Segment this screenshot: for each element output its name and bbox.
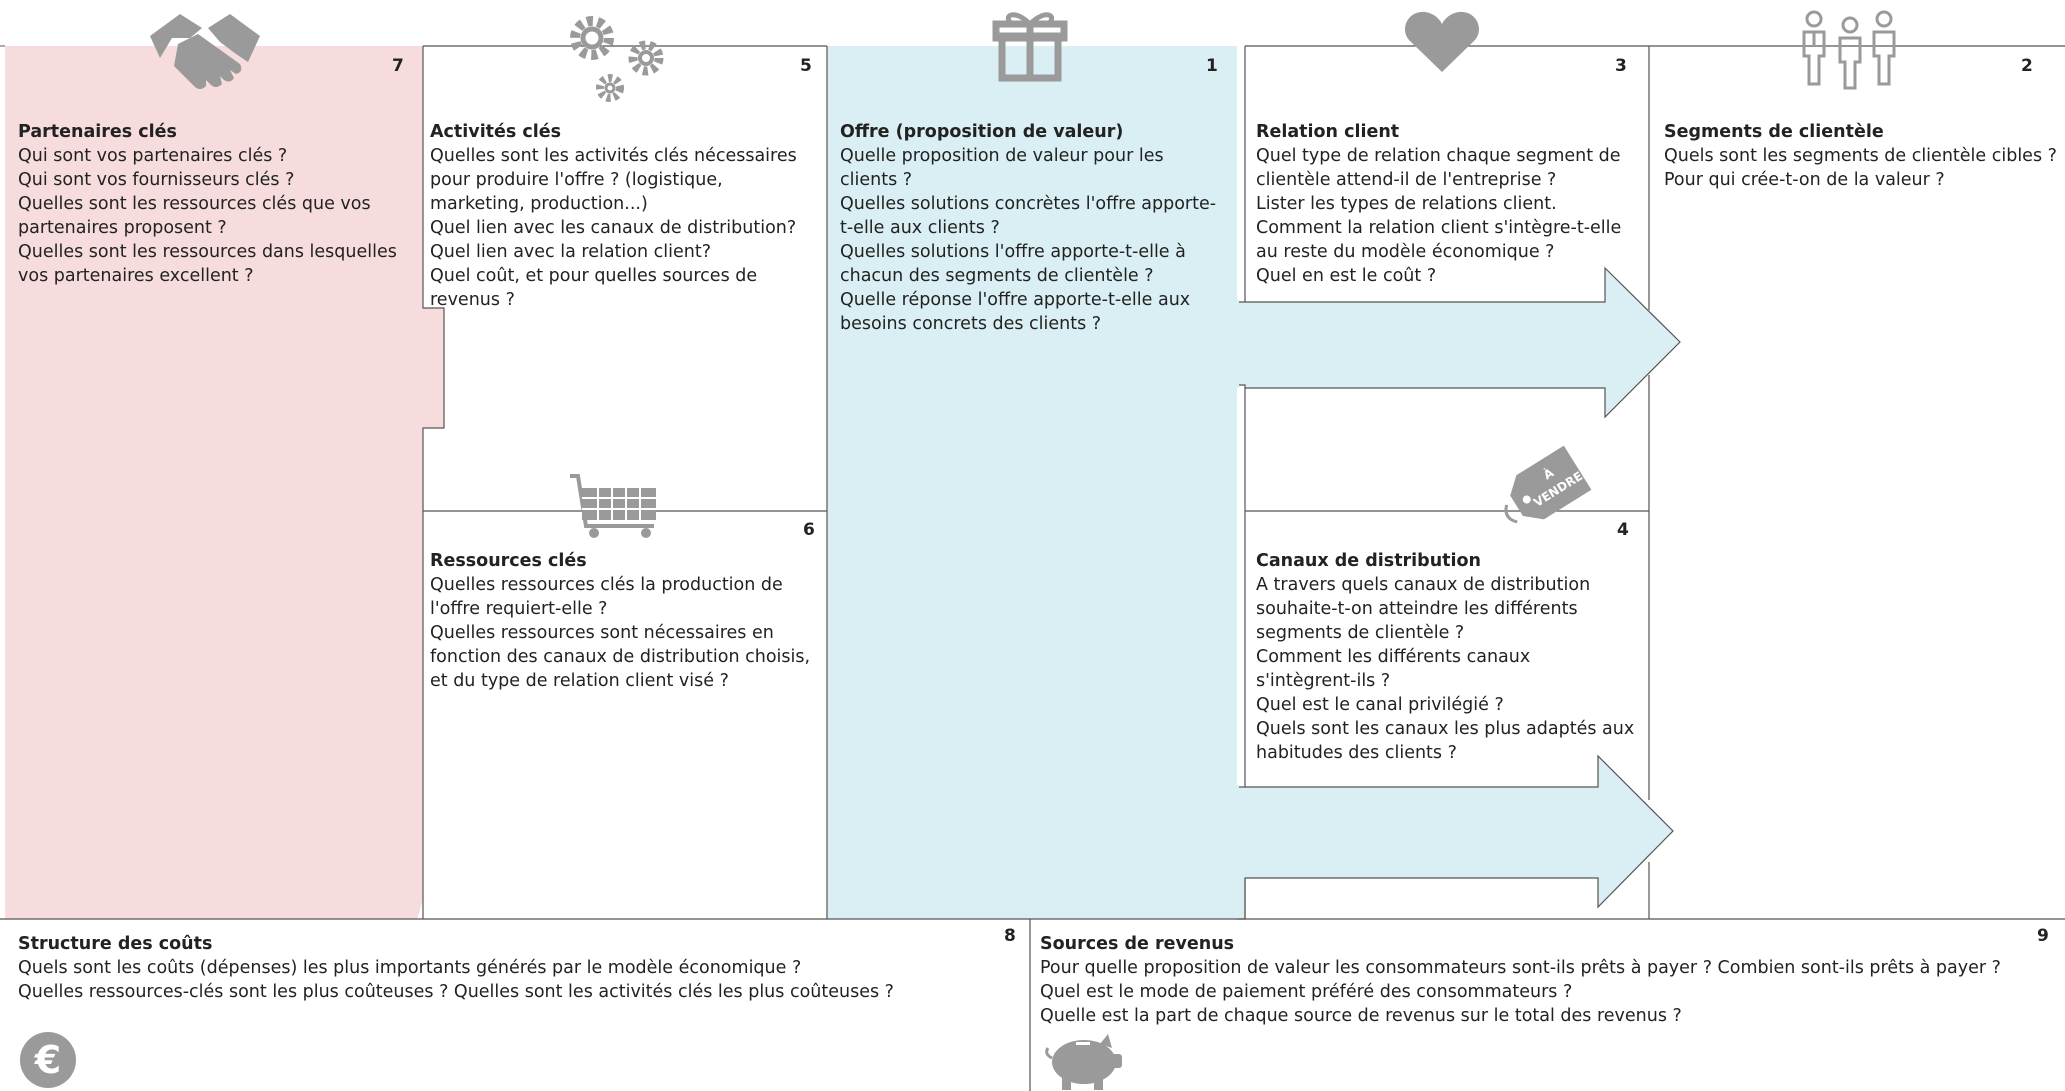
- costs-number: 8: [1004, 926, 1016, 946]
- channels-number: 4: [1617, 520, 1629, 540]
- relation-line: Comment la relation client s'intègre-t-e…: [1256, 218, 1622, 238]
- offer-background: [827, 46, 1237, 919]
- partners-line: vos partenaires excellent ?: [18, 266, 254, 286]
- channels-arrow: [1236, 754, 1674, 920]
- resources-line: Quelles ressources sont nécessaires en: [430, 623, 774, 643]
- channels-title: Canaux de distribution: [1256, 551, 1482, 571]
- partners-title: Partenaires clés: [18, 122, 177, 142]
- piggy-bank-icon: [1045, 1034, 1122, 1090]
- revenues-line: Quel est le mode de paiement préféré des…: [1040, 982, 1573, 1002]
- activities-line: Quel coût, et pour quelles sources de: [430, 266, 758, 286]
- relation-block: Relation client Quel type de relation ch…: [1256, 120, 1621, 288]
- gears-icon: [570, 16, 664, 102]
- offer-title: Offre (proposition de valeur): [840, 122, 1124, 142]
- relation-line: Quel en est le coût ?: [1256, 266, 1437, 286]
- euro-icon: €: [20, 1032, 76, 1088]
- channels-block: Canaux de distribution A travers quels c…: [1256, 549, 1634, 765]
- activities-line: pour produire l'offre ? (logistique,: [430, 170, 723, 190]
- resources-line: fonction des canaux de distribution choi…: [430, 647, 811, 667]
- relation-title: Relation client: [1256, 122, 1400, 142]
- relation-line: Lister les types de relations client.: [1256, 194, 1557, 214]
- gift-icon: [992, 12, 1068, 82]
- costs-title: Structure des coûts: [18, 934, 213, 954]
- segments-number: 2: [2021, 56, 2033, 76]
- euro-symbol: €: [34, 1038, 61, 1082]
- offer-line: Quelles solutions concrètes l'offre appo…: [840, 194, 1217, 214]
- channels-line: segments de clientèle ?: [1256, 623, 1465, 643]
- activities-title: Activités clés: [430, 122, 562, 142]
- offer-block: Offre (proposition de valeur) Quelle pro…: [840, 120, 1216, 336]
- relation-line: au reste du modèle économique ?: [1256, 242, 1555, 262]
- resources-title: Ressources clés: [430, 551, 587, 571]
- segments-title: Segments de clientèle: [1664, 122, 1884, 142]
- shopping-cart-icon: [570, 474, 656, 538]
- costs-line: Quels sont les coûts (dépenses) les plus…: [18, 958, 802, 978]
- offer-line: chacun des segments de clientèle ?: [840, 266, 1154, 286]
- offer-line: clients ?: [840, 170, 913, 190]
- channels-line: souhaite-t-on atteindre les différents: [1256, 599, 1578, 619]
- activities-number: 5: [800, 56, 812, 76]
- revenues-block: Sources de revenus Pour quelle propositi…: [1040, 932, 2001, 1028]
- channels-line: s'intègrent-ils ?: [1256, 671, 1391, 691]
- handshake-icon: [150, 14, 260, 89]
- partners-line: partenaires proposent ?: [18, 218, 227, 238]
- activities-line: Quel lien avec la relation client?: [430, 242, 711, 262]
- channels-line: Quels sont les canaux les plus adaptés a…: [1256, 719, 1635, 739]
- revenues-line: Quelle est la part de chaque source de r…: [1040, 1006, 1682, 1026]
- price-tag-icon: À VENDRE: [1504, 445, 1592, 524]
- offer-line: t-elle aux clients ?: [840, 218, 1000, 238]
- costs-line: Quelles ressources-clés sont les plus co…: [18, 982, 894, 1002]
- relation-line: Quel type de relation chaque segment de: [1256, 146, 1621, 166]
- resources-number: 6: [803, 520, 815, 540]
- partners-line: Qui sont vos fournisseurs clés ?: [18, 170, 295, 190]
- relation-line: clientèle attend-il de l'entreprise ?: [1256, 170, 1557, 190]
- offer-line: Quelles solutions l'offre apporte-t-elle…: [840, 242, 1186, 262]
- partners-block: Partenaires clés Qui sont vos partenaire…: [18, 120, 397, 288]
- channels-line: Quel est le canal privilégié ?: [1256, 695, 1504, 715]
- activities-line: Quel lien avec les canaux de distributio…: [430, 218, 797, 238]
- channels-line: habitudes des clients ?: [1256, 743, 1457, 763]
- resources-line: Quelles ressources clés la production de: [430, 575, 783, 595]
- partners-background: [5, 46, 417, 919]
- revenues-line: Pour quelle proposition de valeur les co…: [1040, 958, 2001, 978]
- partners-line: Quelles sont les ressources clés que vos: [18, 194, 371, 214]
- offer-line: besoins concrets des clients ?: [840, 314, 1102, 334]
- offer-number: 1: [1206, 56, 1218, 76]
- activities-line: Quelles sont les activités clés nécessai…: [430, 146, 797, 166]
- relation-arrow: [1236, 266, 1681, 419]
- activities-line: revenus ?: [430, 290, 515, 310]
- channels-line: A travers quels canaux de distribution: [1256, 575, 1591, 595]
- partners-number: 7: [392, 56, 404, 76]
- segments-line: Pour qui crée-t-on de la valeur ?: [1664, 170, 1945, 190]
- activities-line: marketing, production...): [430, 194, 648, 214]
- relation-number: 3: [1615, 56, 1627, 76]
- heart-icon: [1404, 11, 1480, 72]
- people-icon: [1802, 10, 1896, 90]
- channels-line: Comment les différents canaux: [1256, 647, 1531, 667]
- partners-line: Qui sont vos partenaires clés ?: [18, 146, 288, 166]
- costs-block: Structure des coûts Quels sont les coûts…: [18, 932, 894, 1004]
- segments-block: Segments de clientèle Quels sont les seg…: [1664, 120, 2057, 192]
- resources-block: Ressources clés Quelles ressources clés …: [430, 549, 810, 693]
- partners-line: Quelles sont les ressources dans lesquel…: [18, 242, 397, 262]
- offer-line: Quelle proposition de valeur pour les: [840, 146, 1164, 166]
- offer-line: Quelle réponse l'offre apporte-t-elle au…: [840, 290, 1191, 310]
- revenues-title: Sources de revenus: [1040, 934, 1235, 954]
- activities-block: Activités clés Quelles sont les activité…: [430, 120, 797, 312]
- revenues-number: 9: [2037, 926, 2049, 946]
- resources-line: et du type de relation client visé ?: [430, 671, 729, 691]
- segments-line: Quels sont les segments de clientèle cib…: [1664, 146, 2057, 166]
- resources-line: l'offre requiert-elle ?: [430, 599, 608, 619]
